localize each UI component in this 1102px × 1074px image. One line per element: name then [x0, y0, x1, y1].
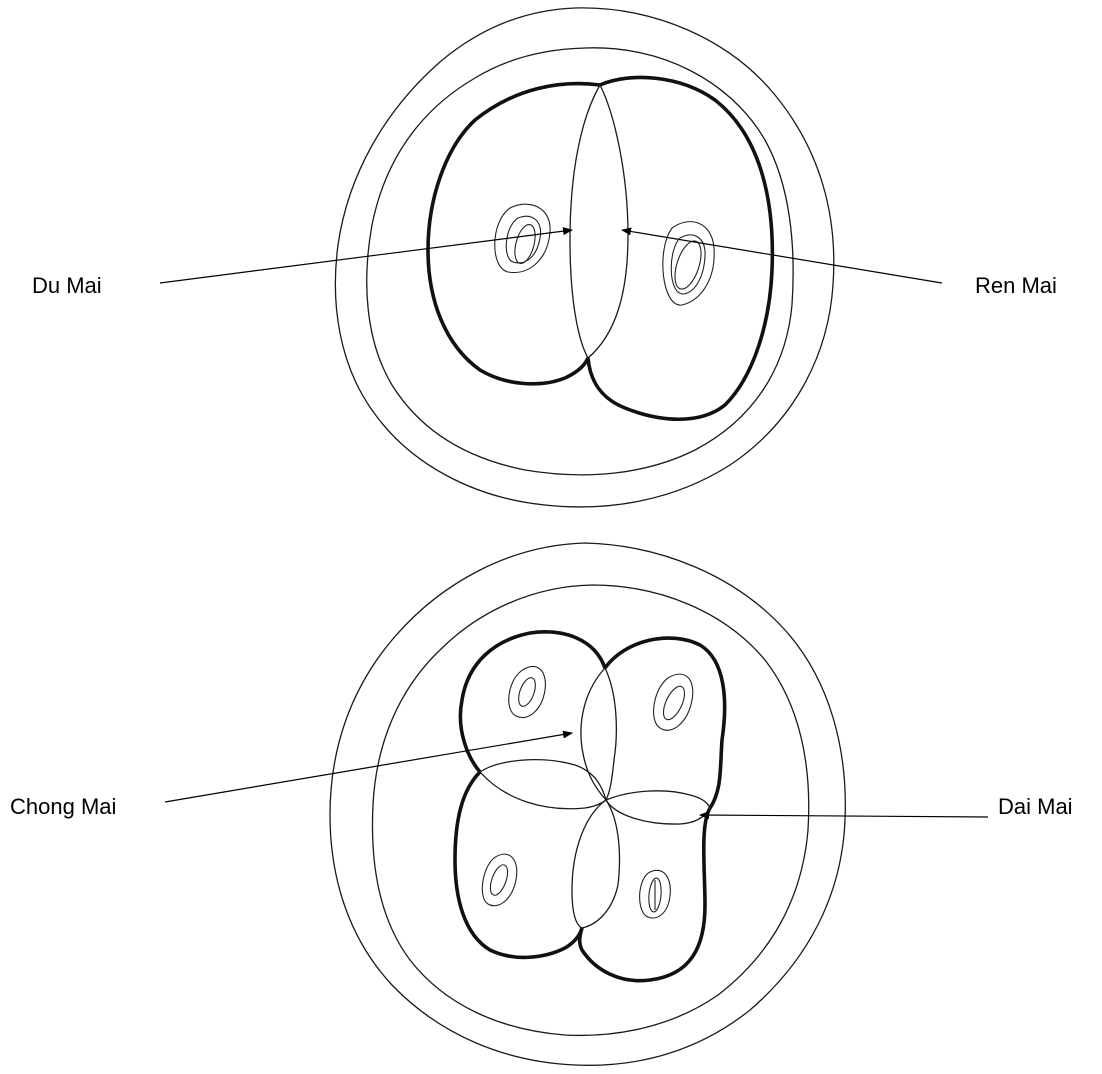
two-cell-embryo: [335, 8, 833, 507]
cell-left-top: [428, 84, 600, 384]
nucleus-top-left-bottom: [509, 666, 546, 717]
du-mai-leader: [160, 230, 572, 283]
cell-bottom-left-bottom: [455, 772, 582, 957]
label-du-mai: Du Mai: [32, 275, 102, 297]
inner-membrane-bottom: [372, 585, 808, 1035]
cell-bottom-right-bottom: [580, 808, 710, 981]
four-cell-embryo: [330, 543, 845, 1065]
cell-right-top-inner: [588, 85, 628, 358]
boundary-vertical-top: [581, 668, 606, 800]
cell-left-top-inner: [570, 85, 600, 358]
chong-mai-leader: [165, 733, 572, 802]
boundary-horizontal-left: [480, 760, 606, 800]
label-ren-mai: Ren Mai: [975, 275, 1057, 297]
ren-mai-leader: [622, 230, 942, 283]
boundary-vertical-bottom-2: [582, 800, 620, 928]
boundary-horizontal-right-2: [606, 800, 710, 824]
boundary-horizontal-right: [606, 791, 710, 808]
nucleus-bottom-left-bottom: [482, 854, 516, 906]
outer-membrane-bottom: [330, 543, 845, 1065]
nucleus-top-right-bottom: [654, 674, 693, 730]
nucleus-right-top: [663, 222, 714, 305]
boundary-vertical-bottom: [572, 800, 606, 928]
label-chong-mai: Chong Mai: [10, 796, 116, 818]
nucleus-bottom-right-bottom: [640, 870, 671, 918]
cell-top-left-bottom: [460, 632, 605, 772]
dai-mai-leader: [700, 815, 988, 817]
boundary-vertical-top-2: [605, 668, 616, 800]
cell-top-right-bottom: [605, 638, 725, 808]
label-dai-mai: Dai Mai: [998, 796, 1073, 818]
boundary-horizontal-left-2: [480, 772, 606, 809]
